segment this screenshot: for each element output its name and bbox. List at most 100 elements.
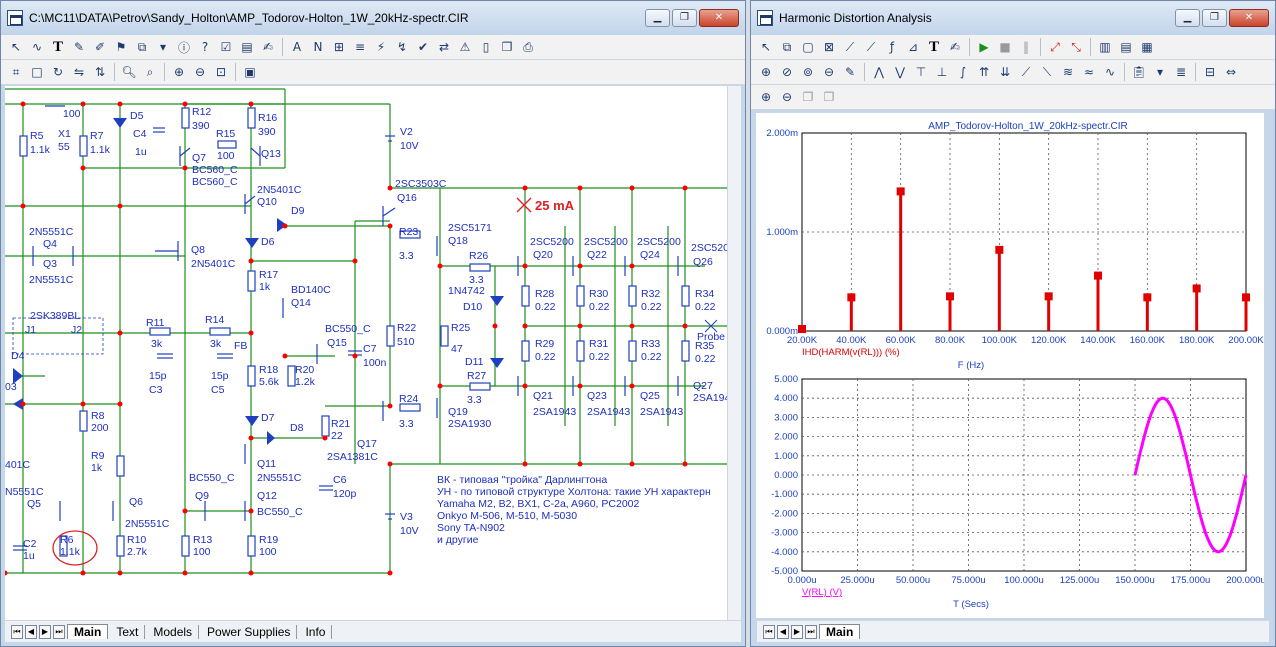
stretch-icon[interactable]: ⇔	[1225, 65, 1237, 79]
last-tab-button[interactable]: ⏭	[53, 624, 65, 639]
close-button[interactable]: ✕	[699, 9, 739, 27]
numbers-icon[interactable]: ▤	[1120, 40, 1132, 54]
peak2-icon[interactable]: ≈	[1083, 65, 1095, 79]
restore-button[interactable]: ❐	[672, 9, 697, 27]
flag-icon[interactable]: ⚑	[115, 40, 127, 54]
cursor-icon[interactable]: ⤢	[1050, 39, 1060, 54]
restore-button[interactable]: ❐	[1202, 9, 1227, 27]
layout-icon[interactable]: ⌗	[12, 64, 20, 79]
flip-v-icon[interactable]: ⇅	[94, 65, 106, 79]
rotate-icon[interactable]: ↻	[52, 65, 64, 79]
valley-icon[interactable]: ⋁	[895, 65, 905, 79]
inflection-icon[interactable]: ∫	[959, 65, 967, 79]
warning-icon[interactable]: ⚠	[459, 40, 471, 54]
copy-icon[interactable]: ❐	[501, 40, 513, 54]
table-icon[interactable]: ▥	[1099, 40, 1111, 54]
text-tool-icon[interactable]: T	[928, 38, 939, 55]
minimize-button[interactable]: ▁	[1175, 9, 1200, 27]
formula-icon[interactable]: ƒ	[889, 40, 895, 54]
image-icon[interactable]: ▣	[244, 65, 256, 79]
zoom-out-icon[interactable]: ⊖	[194, 65, 206, 79]
edit-icon[interactable]: ✍	[262, 40, 274, 54]
attribute-text-icon[interactable]: A	[292, 40, 302, 54]
next-tab-button[interactable]: ▶	[791, 624, 803, 639]
tab-models[interactable]: Models	[147, 624, 200, 639]
minimize-button[interactable]: ▁	[645, 9, 670, 27]
tab-info[interactable]: Info	[299, 624, 333, 639]
current-icon[interactable]: ↯	[396, 40, 408, 54]
dropdown-icon[interactable]: ▾	[1156, 65, 1164, 79]
zoom-out-icon[interactable]: ⊖	[781, 90, 793, 104]
select-arrow-icon[interactable]: ↖	[760, 40, 772, 54]
prev-tab-button[interactable]: ◀	[25, 624, 37, 639]
print-icon[interactable]: ⎙	[523, 39, 533, 54]
list-icon[interactable]: ≣	[1175, 65, 1187, 79]
run-icon[interactable]: ▶	[979, 40, 989, 54]
prev-tab-button[interactable]: ◀	[777, 624, 789, 639]
peak-icon[interactable]: ⋀	[874, 65, 884, 79]
select-arrow-icon[interactable]: ↖	[10, 40, 22, 54]
wire-icon[interactable]: ∿	[31, 40, 43, 54]
page2-icon[interactable]: ❐	[823, 90, 835, 104]
zoom-in-icon[interactable]: ⊕	[760, 90, 772, 104]
zoom-fit-icon[interactable]: ⊡	[215, 65, 227, 79]
schematic-vscroll[interactable]	[727, 86, 741, 620]
clipboard-icon[interactable]: 📋︎	[1131, 65, 1147, 79]
tab-power-supplies[interactable]: Power Supplies	[201, 624, 298, 639]
split-icon[interactable]: ⊟	[1204, 65, 1216, 79]
node-numbers-icon[interactable]: N	[313, 40, 323, 54]
page-icon[interactable]: ❐	[802, 90, 814, 104]
cursor2-icon[interactable]: ⤡	[1071, 39, 1081, 54]
help-icon[interactable]: ?	[201, 40, 209, 54]
grid-icon[interactable]: ▤	[241, 40, 253, 54]
list-icon[interactable]: ≡	[354, 40, 366, 54]
zoom-in-icon[interactable]: ⊕	[760, 65, 772, 79]
close-button[interactable]: ✕	[1229, 9, 1269, 27]
low-icon[interactable]: ⊥	[936, 65, 948, 79]
slope-icon[interactable]: ⟋	[1021, 64, 1031, 79]
zoom-back-icon[interactable]: ⊘	[781, 65, 793, 79]
component-icon[interactable]: ⧉	[137, 39, 147, 54]
properties-icon[interactable]: ☑	[220, 40, 232, 54]
last-tab-button[interactable]: ⏭	[805, 624, 817, 639]
schematic-canvas[interactable]: 100 R5 1.1k X1 55 R7 1.1k D5 C4 1u R12 3…	[5, 86, 729, 620]
pause-icon[interactable]: ‖	[1023, 40, 1029, 54]
swap-icon[interactable]: ⇄	[438, 40, 450, 54]
graph2-icon[interactable]: ⟋	[866, 39, 876, 54]
properties-icon[interactable]: ✍	[949, 40, 961, 54]
first-tab-button[interactable]: ⏮	[11, 624, 23, 639]
trough-icon[interactable]: ≋	[1062, 65, 1074, 79]
flip-h-icon[interactable]: ⇋	[73, 65, 85, 79]
global-high-icon[interactable]: ⇈	[978, 65, 990, 79]
global-low-icon[interactable]: ⇊	[999, 65, 1011, 79]
plot-area[interactable]: AMP_Todorov-Holton_1W_20kHz-spectr.CIR 2…	[756, 113, 1266, 618]
pin-icon[interactable]: ⊞	[333, 40, 345, 54]
pencil-icon[interactable]: ✎	[73, 40, 85, 54]
tag-icon[interactable]: ⊿	[907, 40, 919, 54]
zoom-in-icon[interactable]: ⊕	[173, 65, 185, 79]
zoom-fit-icon[interactable]: ⊚	[802, 65, 814, 79]
high-icon[interactable]: ⊤	[915, 65, 927, 79]
next-tab-button[interactable]: ▶	[39, 624, 51, 639]
text-tool-icon[interactable]: T	[52, 38, 63, 55]
tab-main[interactable]: Main	[67, 624, 109, 639]
zoom-out-icon[interactable]: ⊖	[823, 65, 835, 79]
info-icon[interactable]: ⓘ	[177, 40, 190, 55]
slope2-icon[interactable]: ⟍	[1042, 64, 1052, 79]
find-replace-icon[interactable]: ⌕	[146, 64, 154, 79]
box-icon[interactable]: ▢	[802, 40, 814, 54]
edit-icon[interactable]: ✎	[844, 65, 856, 79]
page-icon[interactable]: ▯	[482, 40, 490, 54]
component-icon[interactable]: ⧉	[782, 39, 792, 54]
check-icon[interactable]: ✔	[417, 40, 429, 54]
scale-icon[interactable]: ⊠	[823, 40, 835, 54]
waves-icon[interactable]: ∿	[1104, 65, 1116, 79]
tab-main[interactable]: Main	[819, 624, 861, 639]
dropdown-icon[interactable]: ▾	[159, 40, 167, 54]
stop-icon[interactable]: ■	[999, 40, 1011, 54]
draw-icon[interactable]: ✐	[94, 40, 106, 54]
columns-icon[interactable]: ▦	[1141, 40, 1153, 54]
first-tab-button[interactable]: ⏮	[763, 624, 775, 639]
tab-text[interactable]: Text	[110, 624, 146, 639]
find-icon[interactable]: 🔍︎	[121, 65, 137, 79]
